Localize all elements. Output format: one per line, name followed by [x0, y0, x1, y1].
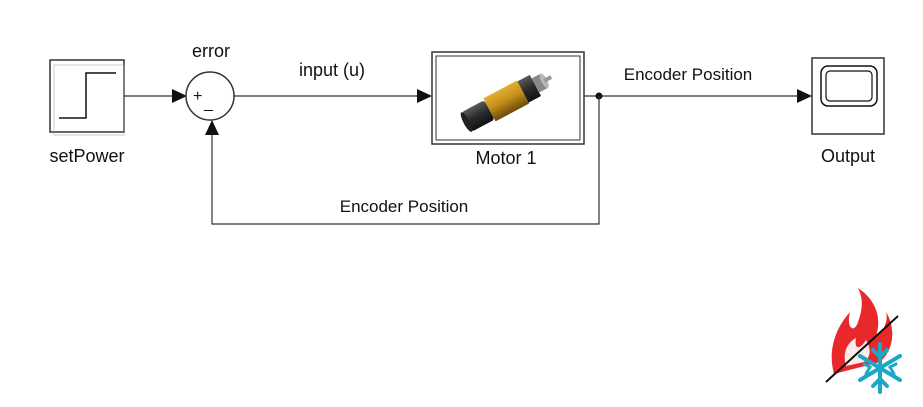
- signal-input-u[interactable]: [234, 89, 432, 103]
- dc-motor-icon: [460, 73, 553, 132]
- scope-block[interactable]: [811, 57, 885, 135]
- scope-label: Output: [821, 146, 875, 166]
- sum-plus-sign: +: [193, 88, 202, 105]
- sum-minus-sign: _: [203, 95, 214, 112]
- motor-block[interactable]: [431, 51, 585, 145]
- signal-step-to-sum[interactable]: [124, 89, 187, 103]
- signal-feedback[interactable]: [205, 96, 600, 225]
- snowflake-icon: [858, 342, 902, 394]
- sum-label: error: [192, 41, 230, 61]
- motor-label: Motor 1: [475, 148, 536, 168]
- scope-icon: [820, 65, 878, 107]
- step-icon: [59, 72, 116, 119]
- signal-encoder-position[interactable]: [584, 89, 812, 103]
- sum-block[interactable]: + _: [185, 71, 235, 121]
- input-signal-label: input (u): [299, 60, 365, 80]
- fire-and-ice-logo: [825, 288, 902, 394]
- flame-icon: [831, 288, 893, 374]
- step-block[interactable]: [49, 59, 125, 136]
- encoder-output-label: Encoder Position: [624, 65, 753, 84]
- feedback-label: Encoder Position: [340, 197, 469, 216]
- step-label: setPower: [49, 146, 124, 166]
